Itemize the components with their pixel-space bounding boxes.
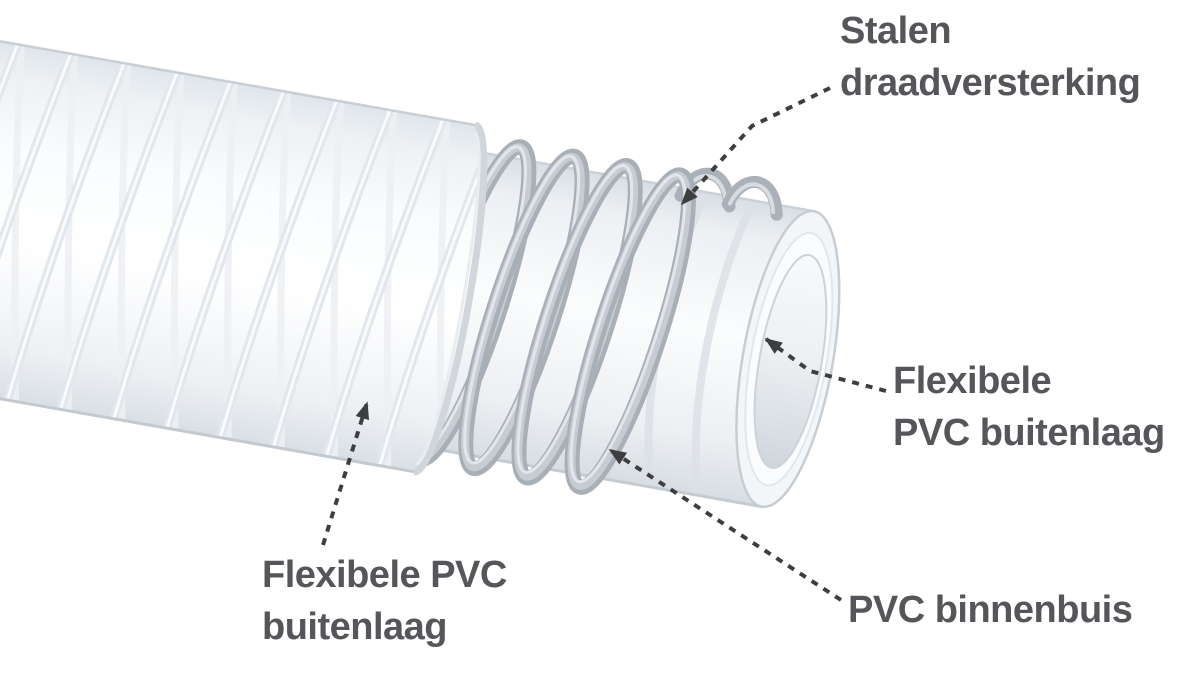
label-outer-layer-left-line1: Flexibele PVC xyxy=(262,554,507,596)
hose-bore xyxy=(753,253,828,469)
outer-layer-spiral-texture xyxy=(0,37,500,476)
leader-lines xyxy=(321,86,887,602)
hose-body xyxy=(0,31,841,509)
leader-line-inner-tube xyxy=(608,448,843,602)
label-inner-tube-text: PVC binnenbuis xyxy=(848,589,1133,631)
leader-line-outer-layer-left xyxy=(321,401,370,546)
coil-loop xyxy=(564,167,696,495)
label-outer-layer-right-line2: PVC buitenlaag xyxy=(893,412,1165,455)
label-steel-wire-line1: Stalen xyxy=(840,10,952,52)
hose-opening xyxy=(735,209,841,509)
leader-line-steel-wire xyxy=(680,86,831,206)
hose-outer-layer xyxy=(0,31,500,476)
label-steel-wire: Stalen draadversterking xyxy=(840,5,1141,110)
outer-layer-cut-edge xyxy=(414,121,488,476)
label-outer-layer-left: Flexibele PVC buitenlaag xyxy=(262,549,507,654)
label-steel-wire-line2: draadversterking xyxy=(840,62,1141,105)
label-inner-tube: PVC binnenbuis xyxy=(848,584,1133,636)
leader-line-outer-layer-right xyxy=(764,337,887,393)
label-outer-layer-right: Flexibele PVC buitenlaag xyxy=(893,355,1165,460)
label-outer-layer-left-line2: buitenlaag xyxy=(262,606,448,649)
label-outer-layer-right-line1: Flexibele xyxy=(893,360,1052,402)
